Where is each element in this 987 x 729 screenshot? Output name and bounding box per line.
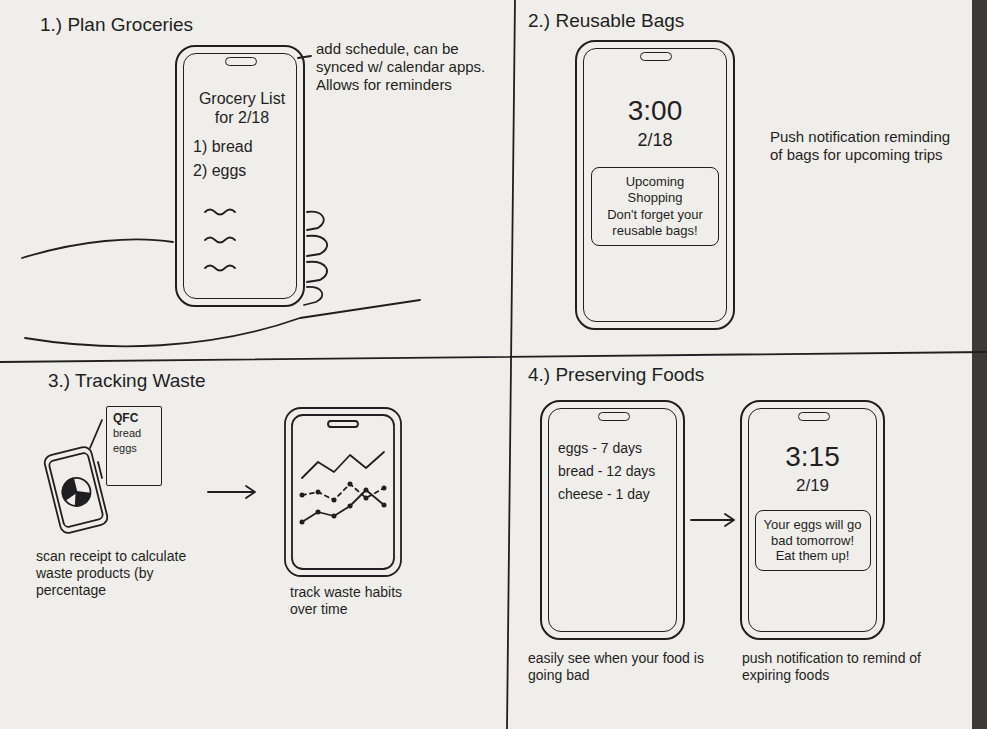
hand-outline	[22, 239, 173, 258]
phone-screen: Grocery List for 2/18 1) bread 2) eggs	[175, 45, 305, 307]
chart-phone	[285, 408, 401, 576]
node-text: Grocery List for 2/18	[193, 89, 291, 127]
panel-divider	[507, 0, 515, 729]
node-text: Don't forget your reusable bags!	[598, 207, 712, 238]
receipt: QFC bread eggs	[106, 406, 162, 486]
scanning-phone	[43, 445, 109, 534]
node-text: Your eggs will go bad tomorrow! Eat them…	[762, 517, 864, 564]
scan-ray	[98, 462, 102, 478]
node-text: 2/19	[796, 476, 829, 496]
list-squiggle	[205, 238, 235, 243]
notification-box: Upcoming ShoppingDon't forget your reusa…	[591, 167, 719, 245]
list-squiggle	[205, 210, 235, 215]
list-squiggle	[205, 266, 235, 271]
node-text: 1) bread	[193, 137, 253, 156]
flow-arrow	[208, 486, 255, 498]
notification-box: Your eggs will go bad tomorrow! Eat them…	[755, 510, 871, 571]
hand-finger	[304, 287, 322, 305]
caption-note: push notification to remind of expiring …	[742, 650, 922, 684]
node-text: 3:00	[628, 94, 683, 128]
scan-ray	[90, 420, 102, 448]
phone-notch	[225, 57, 257, 66]
phone-notch	[798, 412, 830, 421]
node-text: 3:15	[785, 440, 840, 474]
annotation-note: add schedule, can be synced w/ calendar …	[316, 40, 501, 94]
caption-note: track waste habits over time	[290, 584, 415, 618]
panel-heading: 3.) Tracking Waste	[48, 370, 268, 393]
hand-finger	[307, 236, 327, 256]
node-text: eggs - 7 days	[558, 440, 642, 457]
hand-finger	[307, 262, 327, 282]
node-text: 2) eggs	[193, 161, 246, 180]
panel-heading: 2.) Reusable Bags	[528, 10, 748, 33]
phone-screen: eggs - 7 days bread - 12 days cheese - 1 d…	[540, 400, 685, 640]
phone-screen: 3:152/19Your eggs will go bad tomorrow! …	[740, 400, 885, 640]
node-text: cheese - 1 day	[558, 486, 650, 503]
node-text: bread	[113, 427, 141, 440]
node-text: bread - 12 days	[558, 463, 655, 480]
node-text: QFC	[113, 411, 138, 425]
node-text: Upcoming Shopping	[598, 174, 712, 205]
panel-divider	[0, 352, 987, 362]
flow-arrow	[691, 514, 734, 526]
caption-note: scan receipt to calculate waste products…	[36, 548, 191, 598]
phone-screen: 3:002/18Upcoming ShoppingDon't forget yo…	[575, 40, 735, 330]
caption-note: easily see when your food is going bad	[528, 650, 713, 684]
phone-notch	[598, 412, 630, 421]
phone-notch	[640, 52, 672, 61]
panel-heading: 1.) Plan Groceries	[40, 14, 260, 37]
hand-finger	[307, 212, 324, 230]
leader-line	[298, 56, 311, 58]
node-text: eggs	[113, 442, 137, 455]
panel-heading: 4.) Preserving Foods	[528, 364, 758, 387]
node-text: 2/18	[637, 130, 672, 152]
photo-edge	[972, 0, 987, 729]
annotation-note: Push notification reminding of bags for …	[770, 128, 955, 164]
